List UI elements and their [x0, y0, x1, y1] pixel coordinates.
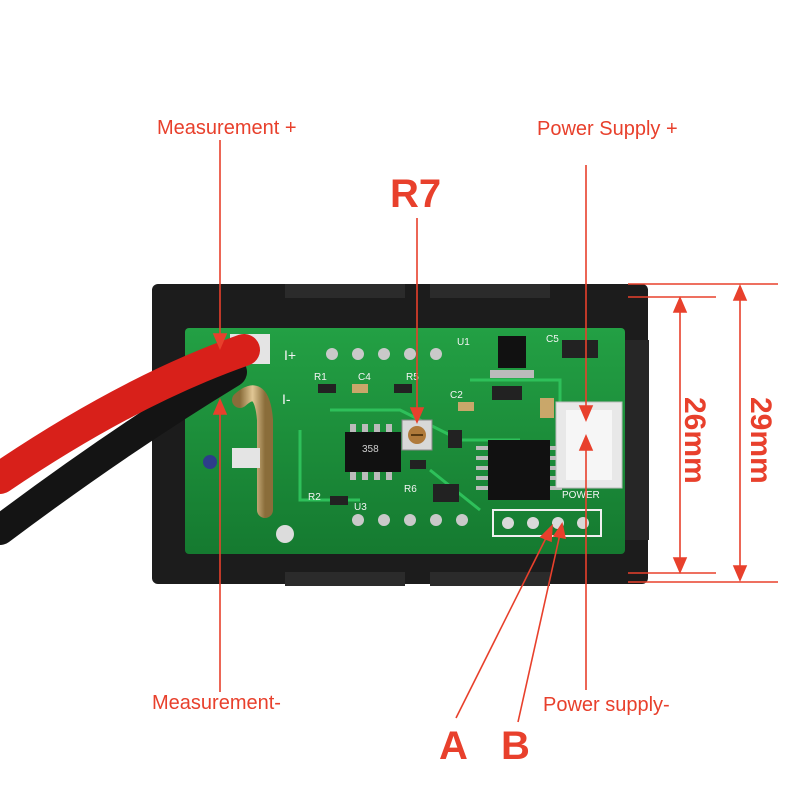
regulator-u1	[490, 336, 534, 378]
leader-a	[455, 533, 549, 719]
top-header-pads	[326, 348, 442, 360]
silk-r2: R2	[308, 492, 321, 503]
arrowhead-icon	[732, 283, 748, 301]
silk-u3: U3	[354, 502, 367, 513]
silk-u1: U1	[457, 337, 470, 348]
silk-chip: 358	[362, 444, 379, 455]
trimmer-r7	[401, 419, 433, 451]
wires	[0, 334, 260, 545]
silk-i-plus: I+	[284, 347, 296, 363]
label-r7: R7	[390, 172, 442, 216]
arrowhead-icon	[672, 295, 688, 313]
arrowhead-icon	[672, 557, 688, 575]
label-power-supply-minus: Power supply-	[543, 694, 670, 716]
silkscreen: I+ I- U1 R1 C4 R5 C2 C5 R2 R6 U3 358 POW…	[282, 334, 600, 513]
label-measurement-minus: Measurement-	[152, 692, 281, 714]
leader-b	[517, 533, 561, 723]
arrowhead-icon	[539, 523, 553, 543]
arrowhead-icon	[578, 433, 594, 451]
silk-r5: R5	[406, 372, 419, 383]
dimension-outer-height: 29mm	[744, 397, 777, 484]
arrowhead-icon	[578, 405, 594, 423]
label-a: A	[439, 724, 468, 768]
dimension-inner-height: 26mm	[678, 397, 711, 484]
silk-c4: C4	[358, 372, 371, 383]
silk-power: POWER	[562, 490, 600, 501]
silk-c5: C5	[546, 334, 559, 345]
bottom-header-pads	[352, 514, 468, 526]
smd-components	[318, 340, 598, 505]
arrowhead-icon	[212, 333, 228, 351]
arrowhead-icon	[212, 397, 228, 415]
ic-mcu	[476, 440, 562, 500]
label-power-supply-plus: Power Supply +	[537, 118, 678, 140]
label-measurement-plus: Measurement +	[157, 117, 297, 139]
shunt-resistor	[232, 385, 294, 543]
power-connector	[555, 401, 623, 489]
ic-u3	[345, 424, 401, 480]
silk-c2: C2	[450, 390, 463, 401]
dimension-lines	[628, 283, 778, 583]
silk-r6: R6	[404, 484, 417, 495]
arrowhead-icon	[552, 521, 567, 540]
silk-i-minus: I-	[282, 391, 291, 407]
arrowhead-icon	[732, 565, 748, 583]
arrowhead-icon	[409, 407, 425, 425]
annotation-lines	[212, 140, 594, 723]
silk-r1: R1	[314, 372, 327, 383]
label-b: B	[501, 724, 530, 768]
